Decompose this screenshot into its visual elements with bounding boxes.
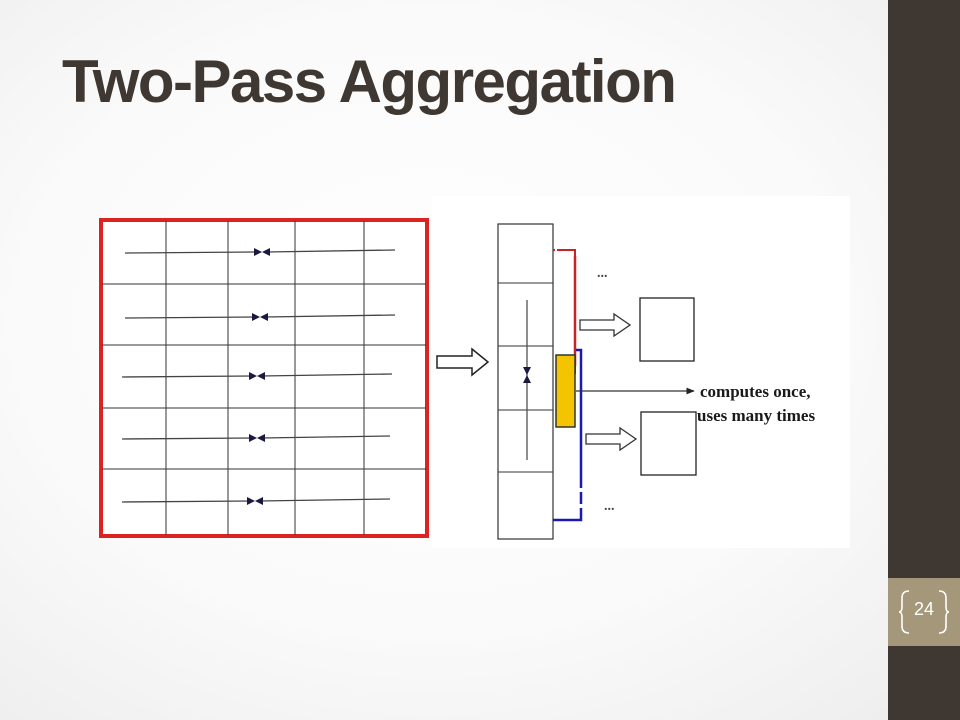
result-box-bottom (640, 411, 697, 476)
second-window-line (553, 348, 583, 522)
slide-title: Two-Pass Aggregation (62, 48, 677, 115)
result-arrow-bottom-icon (585, 426, 638, 452)
first-pass-grid (99, 218, 429, 538)
result-box-top (639, 297, 695, 362)
page-number: 24 (913, 599, 935, 619)
result-arrow-top-icon (579, 312, 632, 338)
annotation-line-2: uses many times (697, 406, 815, 425)
second-pass-column (497, 223, 554, 540)
bowtie-icons (247, 248, 270, 505)
shared-block (555, 354, 576, 428)
scan-lines (121, 249, 396, 503)
ellipsis-top: ... (597, 266, 608, 281)
page-number-bracket-icon (899, 590, 949, 634)
annotation-line-1: computes once, (700, 382, 810, 401)
transition-arrow-icon (436, 347, 490, 377)
vertical-bowtie-icon (523, 367, 531, 383)
window-brackets (553, 249, 583, 522)
ellipsis-bottom: ... (604, 499, 615, 514)
